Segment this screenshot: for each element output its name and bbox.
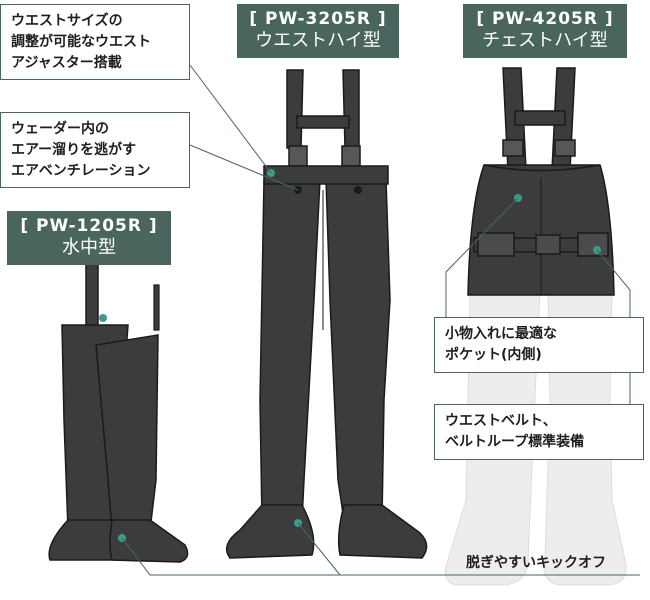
tag-pw-4205r: [ PW-4205R ] チェストハイ型	[463, 4, 627, 58]
model-number: [ PW-3205R ]	[249, 9, 387, 29]
model-type: ウエストハイ型	[255, 30, 381, 51]
hip-wader	[48, 261, 189, 563]
waist-high-wader	[225, 69, 428, 559]
tag-pw-3205r: [ PW-3205R ] ウエストハイ型	[237, 4, 399, 58]
leader-lines	[121, 64, 640, 576]
callout-waist-adjuster: ウエストサイズの 調整が可能なウエスト アジャスター搭載	[0, 4, 190, 80]
callout-air-ventilation: ウェーダー内の エアー溜りを逃がす エアベンチレーション	[0, 112, 190, 188]
kickoff-label: 脱ぎやすいキックオフ	[466, 555, 606, 571]
model-type: チェストハイ型	[482, 30, 608, 51]
model-number: [ PW-1205R ]	[20, 216, 158, 236]
model-type: 水中型	[62, 237, 116, 258]
model-number: [ PW-4205R ]	[476, 9, 614, 29]
callout-waist-belt: ウエストベルト、 ベルトループ標準装備	[434, 404, 644, 460]
tag-pw-1205r: [ PW-1205R ] 水中型	[7, 211, 171, 265]
callout-pocket: 小物入れに最適な ポケット(内側)	[434, 317, 644, 373]
